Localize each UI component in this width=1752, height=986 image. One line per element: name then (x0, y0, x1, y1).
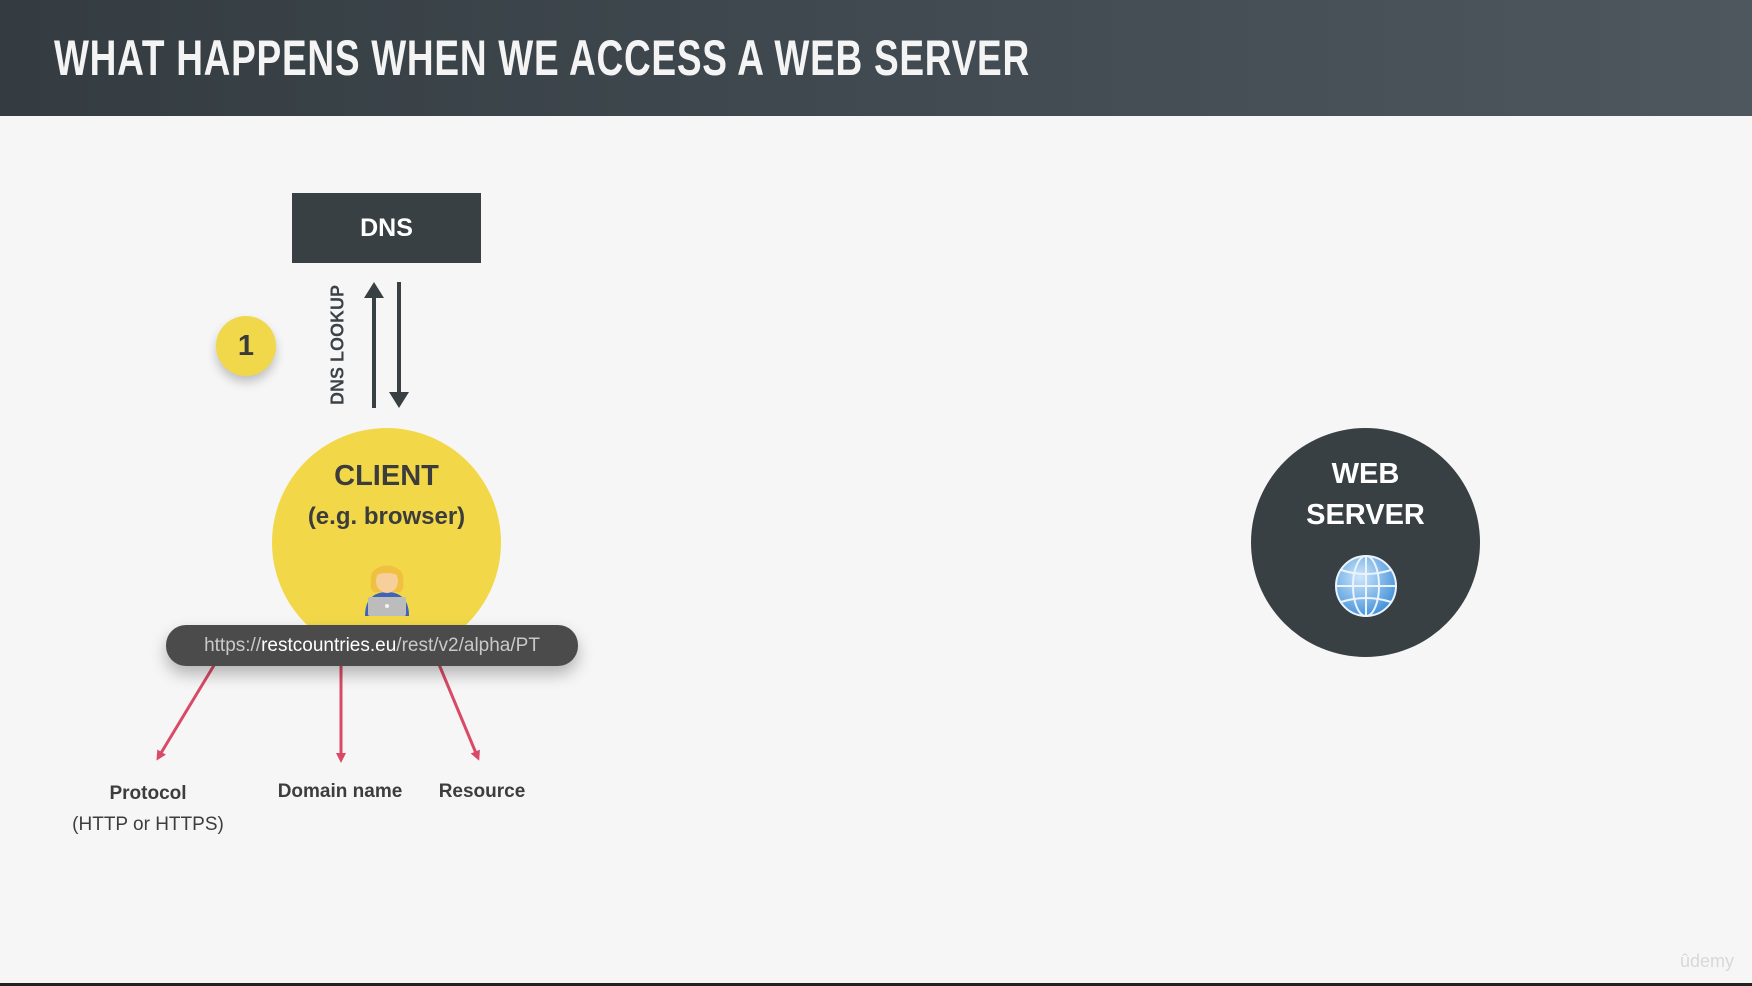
slide-title: WHAT HAPPENS WHEN WE ACCESS A WEB SERVER (54, 30, 1030, 86)
web-server-label-line2: SERVER (1306, 499, 1425, 531)
resource-caption: Resource (438, 781, 526, 802)
step-number-badge: 1 (216, 316, 276, 376)
protocol-detail-caption: (HTTP or HTTPS) (72, 814, 224, 835)
url-bar: https://restcountries.eu/rest/v2/alpha/P… (166, 625, 578, 666)
bottom-border (0, 983, 1752, 986)
client-subtitle: (e.g. browser) (307, 503, 466, 530)
client-title: CLIENT (334, 460, 439, 492)
dns-response-arrow (389, 282, 409, 408)
dns-request-arrow (364, 282, 384, 408)
udemy-watermark: ûdemy (1680, 951, 1735, 971)
globe-icon (1335, 555, 1397, 617)
resource-pointer-arrow (436, 661, 480, 761)
dns-box: DNS (292, 193, 481, 263)
web-server-label-line1: WEB (1331, 458, 1400, 490)
protocol-caption: Protocol (109, 783, 187, 804)
url-protocol: https:// (204, 634, 262, 656)
slide-header: WHAT HAPPENS WHEN WE ACCESS A WEB SERVER (0, 0, 1752, 116)
protocol-pointer-arrow (156, 661, 218, 761)
web-server-node: WEB SERVER (1251, 428, 1480, 657)
url-domain: restcountries.eu (261, 634, 397, 656)
client-node: CLIENT (e.g. browser) (272, 428, 501, 657)
url-resource: /rest/v2/alpha/PT (396, 634, 540, 656)
person-with-laptop-icon (365, 565, 409, 616)
domain-name-caption: Domain name (277, 781, 403, 802)
